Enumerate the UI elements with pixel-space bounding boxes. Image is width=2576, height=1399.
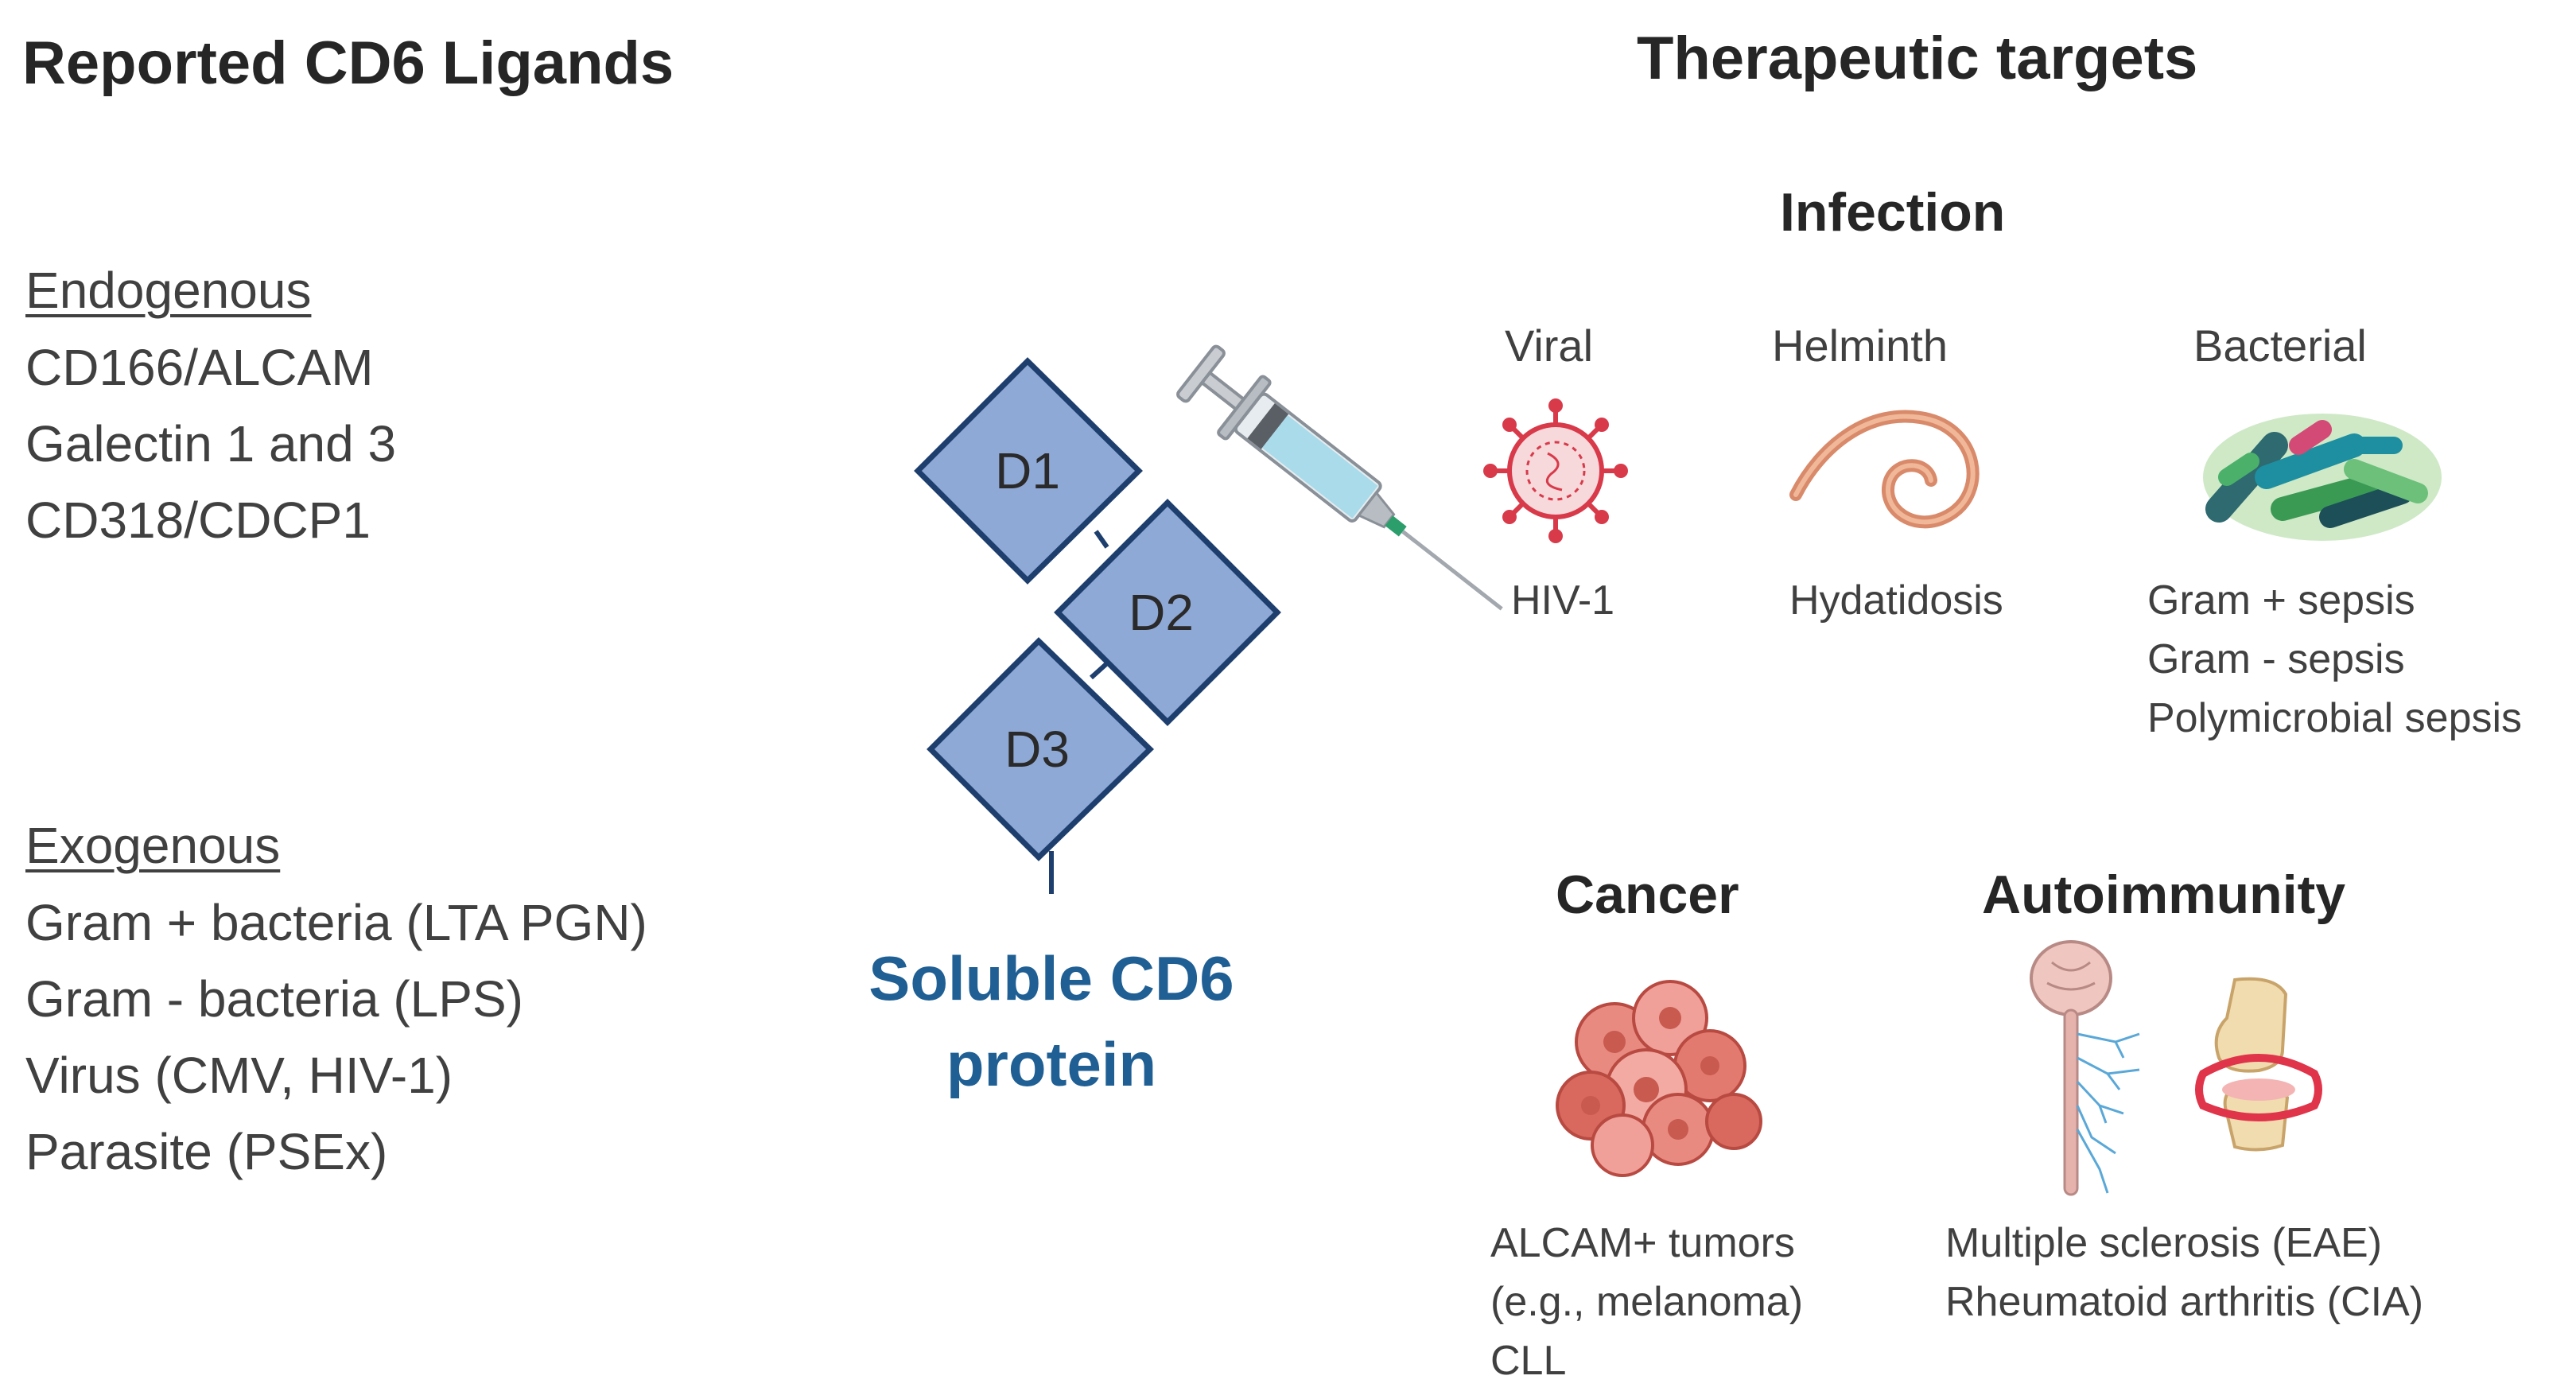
viral-items: HIV-1 [1511, 571, 1614, 630]
endogenous-item: Galectin 1 and 3 [25, 415, 397, 472]
cancer-item: ALCAM+ tumors [1490, 1220, 1795, 1266]
helminth-label: Helminth [1772, 321, 1948, 371]
autoimmunity-heading: Autoimmunity [1982, 865, 2346, 925]
infection-heading: Infection [1780, 182, 2006, 243]
soluble-cd6-line2: protein [946, 1029, 1157, 1099]
therapeutic-title: Therapeutic targets [1637, 25, 2198, 92]
autoimmunity-items: Multiple sclerosis (EAE) Rheumatoid arth… [1945, 1214, 2423, 1331]
autoimmunity-item: Multiple sclerosis (EAE) [1945, 1220, 2383, 1266]
exogenous-item: Gram + bacteria (LTA PGN) [25, 894, 647, 951]
bacterial-items: Gram + sepsis Gram - sepsis Polymicrobia… [2147, 571, 2522, 748]
autoimmunity-item: Rheumatoid arthritis (CIA) [1945, 1279, 2424, 1325]
domain-d2: D2 [1054, 499, 1281, 726]
exogenous-item: Virus (CMV, HIV-1) [25, 1047, 453, 1104]
endogenous-list: CD166/ALCAM Galectin 1 and 3 CD318/CDCP1 [25, 329, 396, 558]
ligands-title: Reported CD6 Ligands [22, 29, 674, 97]
bacterial-item: Gram - sepsis [2147, 636, 2405, 682]
linker-d2-d3 [1089, 661, 1109, 680]
bacterial-label: Bacterial [2193, 321, 2367, 371]
helminth-item: Hydatidosis [1789, 577, 2003, 624]
exogenous-item: Gram - bacteria (LPS) [25, 970, 523, 1028]
exogenous-heading: Exogenous [25, 817, 281, 874]
soluble-cd6-label: Soluble CD6 protein [813, 935, 1290, 1107]
helminth-items: Hydatidosis [1789, 571, 2003, 630]
domain-label-d1: D1 [995, 442, 1060, 499]
cancer-heading: Cancer [1556, 865, 1739, 925]
endogenous-heading: Endogenous [25, 262, 312, 319]
exogenous-list: Gram + bacteria (LTA PGN) Gram - bacteri… [25, 884, 647, 1190]
domain-d1: D1 [914, 357, 1143, 585]
cancer-items: ALCAM+ tumors (e.g., melanoma) CLL [1490, 1214, 1803, 1390]
domain-label-d3: D3 [1004, 721, 1070, 778]
domain-d3: D3 [927, 637, 1155, 861]
linker-d1-d2 [1094, 530, 1109, 549]
bacterial-item: Gram + sepsis [2147, 577, 2415, 624]
cancer-item: CLL [1490, 1338, 1567, 1384]
bacterial-item: Polymicrobial sepsis [2147, 695, 2523, 741]
endogenous-item: CD318/CDCP1 [25, 492, 371, 549]
domain-label-d2: D2 [1129, 584, 1194, 641]
endogenous-item: CD166/ALCAM [25, 339, 374, 396]
viral-item: HIV-1 [1511, 577, 1615, 624]
exogenous-item: Parasite (PSEx) [25, 1123, 388, 1180]
cancer-item: (e.g., melanoma) [1490, 1279, 1804, 1325]
viral-label: Viral [1505, 321, 1594, 371]
soluble-cd6-line1: Soluble CD6 [868, 943, 1234, 1013]
